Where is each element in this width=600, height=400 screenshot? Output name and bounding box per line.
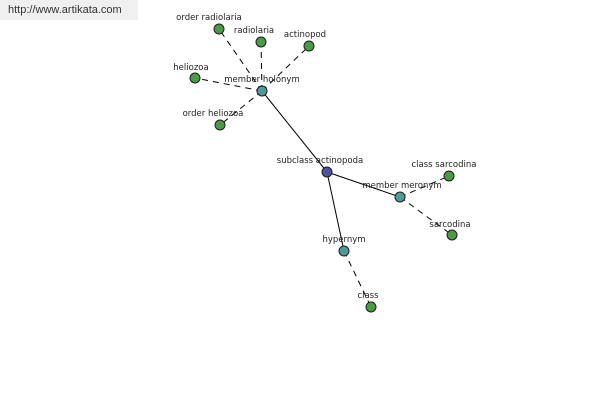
node-heliozoa[interactable] xyxy=(189,72,201,84)
labels-layer: subclass actinopoda member holonym member … xyxy=(173,13,476,301)
node-label-class-sarcodina: class sarcodina xyxy=(412,160,477,170)
node-member-holonym[interactable] xyxy=(256,85,268,97)
node-label-sarcodina: sarcodina xyxy=(429,220,470,230)
node-label-order-heliozoa: order heliozoa xyxy=(183,109,244,119)
edge-root-to-hypernym xyxy=(326,171,345,252)
watermark-url: http://www.artikata.com xyxy=(0,0,138,20)
edge-root-to-member-holonym xyxy=(261,90,328,173)
node-label-class: class xyxy=(357,291,379,301)
node-label-hypernym: hypernym xyxy=(322,235,365,245)
edge-member-holonym-to-order-radiolaria xyxy=(218,28,263,92)
edges-layer xyxy=(194,28,453,308)
node-member-meronym[interactable] xyxy=(394,191,406,203)
node-label-member-holonym: member holonym xyxy=(224,75,299,85)
edge-member-holonym-to-order-heliozoa xyxy=(219,90,263,126)
node-radiolaria[interactable] xyxy=(255,36,267,48)
node-label-heliozoa: heliozoa xyxy=(173,63,208,73)
node-label-radiolaria: radiolaria xyxy=(234,26,274,36)
nodes-layer xyxy=(189,23,458,313)
node-sarcodina[interactable] xyxy=(446,229,458,241)
node-class-sarcodina[interactable] xyxy=(443,170,455,182)
node-actinopod[interactable] xyxy=(303,40,315,52)
node-order-radiolaria[interactable] xyxy=(213,23,225,35)
node-label-root: subclass actinopoda xyxy=(277,156,363,166)
edge-member-holonym-to-heliozoa xyxy=(194,77,263,92)
node-hypernym[interactable] xyxy=(338,245,350,257)
node-order-heliozoa[interactable] xyxy=(214,119,226,131)
node-label-member-meronym: member meronym xyxy=(362,181,441,191)
edge-root-to-member-meronym xyxy=(326,171,401,198)
edge-member-holonym-to-radiolaria xyxy=(260,41,263,92)
node-label-order-radiolaria: order radiolaria xyxy=(176,13,242,23)
node-class[interactable] xyxy=(365,301,377,313)
edge-member-meronym-to-class-sarcodina xyxy=(399,175,450,198)
node-root[interactable] xyxy=(321,166,333,178)
node-label-actinopod: actinopod xyxy=(284,30,326,40)
